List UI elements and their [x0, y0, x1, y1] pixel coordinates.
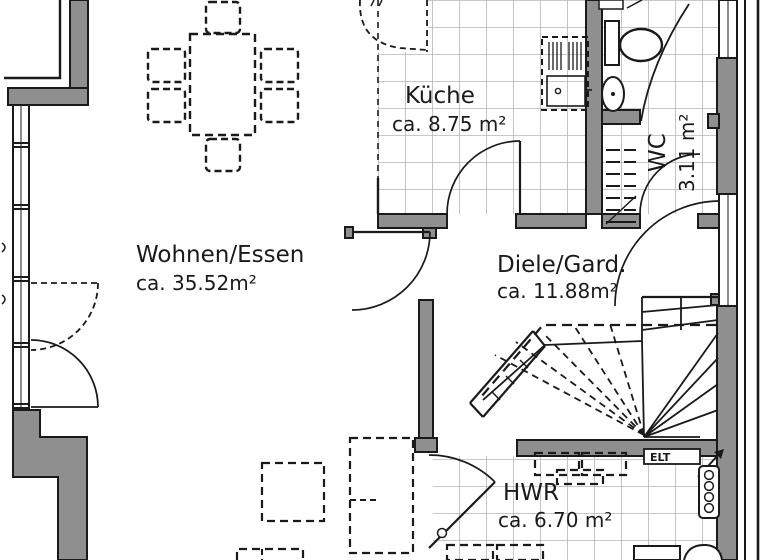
wall-right-notch [707, 113, 720, 129]
tiled-floors [378, 0, 719, 560]
label-kueche-area: ca. 8.75 m² [392, 112, 506, 136]
counter-outline [359, 0, 428, 51]
label-diele-area: ca. 11.88m² [497, 279, 618, 303]
room-labels: Küche ca. 8.75 m² WC 3.11 m² Wohnen/Esse… [136, 83, 699, 532]
walls [7, 0, 738, 560]
cut-line-top [626, 0, 643, 9]
stair-treads-solid [643, 332, 719, 438]
wall-living-hall [418, 299, 434, 439]
kitchen-counter-area [378, 0, 427, 52]
radiator [605, 149, 637, 225]
electrical-panel-label: ELT [650, 451, 671, 464]
wall-kitchen-south-1 [377, 213, 448, 229]
kitchen-boundary [359, 0, 428, 214]
stove [541, 36, 592, 111]
dining-table [188, 32, 257, 137]
chair [204, 137, 242, 173]
living-furniture [146, 0, 415, 560]
fixtures [541, 0, 664, 225]
label-diele-name: Diele/Gard. [497, 252, 626, 278]
door-living-hall [351, 230, 431, 311]
label-wohnen-area: ca. 35.52m² [136, 271, 257, 295]
door-handle [436, 527, 448, 539]
side-table [260, 461, 326, 523]
wall-right-lower [716, 305, 738, 560]
door-wc [639, 3, 701, 215]
wall-left-top-outline [4, 0, 62, 80]
windows [12, 0, 738, 411]
door-entrance [614, 200, 721, 307]
toilet [604, 20, 664, 66]
label-kueche-name: Küche [405, 83, 475, 109]
stair-winder [469, 330, 546, 418]
washer-outlines [445, 543, 545, 560]
wall-left-bottom [12, 409, 88, 560]
door-hwr [428, 454, 496, 549]
label-hwr-area: ca. 6.70 m² [498, 508, 612, 532]
electrical-panel-box [643, 448, 701, 465]
stair-headroom-line [480, 323, 716, 398]
label-wohnen-name: Wohnen/Essen [136, 242, 304, 268]
cut-fixture-top [598, 0, 624, 10]
chair [146, 47, 187, 84]
wall-wc-stub [601, 109, 641, 125]
stove-burners [548, 42, 582, 70]
hwr-floor [433, 456, 719, 560]
chair [259, 87, 300, 124]
hwr-equipment: ELT [445, 448, 724, 560]
chair [146, 87, 187, 124]
hwr-cabinets-dashed [533, 451, 628, 486]
wash-basin [601, 76, 625, 112]
wall-living-hall-endcap [414, 437, 438, 453]
door-kitchen [446, 140, 522, 215]
label-wc-name: WC [645, 133, 671, 172]
label-wc-area: 3.11 m² [675, 114, 699, 192]
chair [204, 0, 242, 35]
heating-manifold [698, 465, 720, 519]
sofa-partial [235, 547, 305, 560]
doors [30, 3, 721, 549]
terrace-door [30, 282, 99, 408]
wall-kitchen-wc [585, 0, 603, 215]
wc-floor [602, 0, 719, 214]
wall-left-top [69, 0, 89, 91]
sideboard [348, 436, 415, 555]
staircase [469, 295, 719, 438]
laundry-sink [683, 543, 723, 560]
wall-kitchen-south-2 [515, 213, 587, 229]
chair [259, 47, 300, 84]
label-hwr-name: HWR [503, 480, 559, 506]
door-hinge-block [344, 226, 354, 239]
wall-left-jog-top [7, 87, 89, 106]
wall-wc-south-2 [697, 213, 721, 229]
hwr-appliance [633, 545, 681, 560]
window-mullions [13, 142, 29, 409]
edge-fragments [1, 0, 383, 305]
stair-treads-dashed [494, 323, 645, 436]
